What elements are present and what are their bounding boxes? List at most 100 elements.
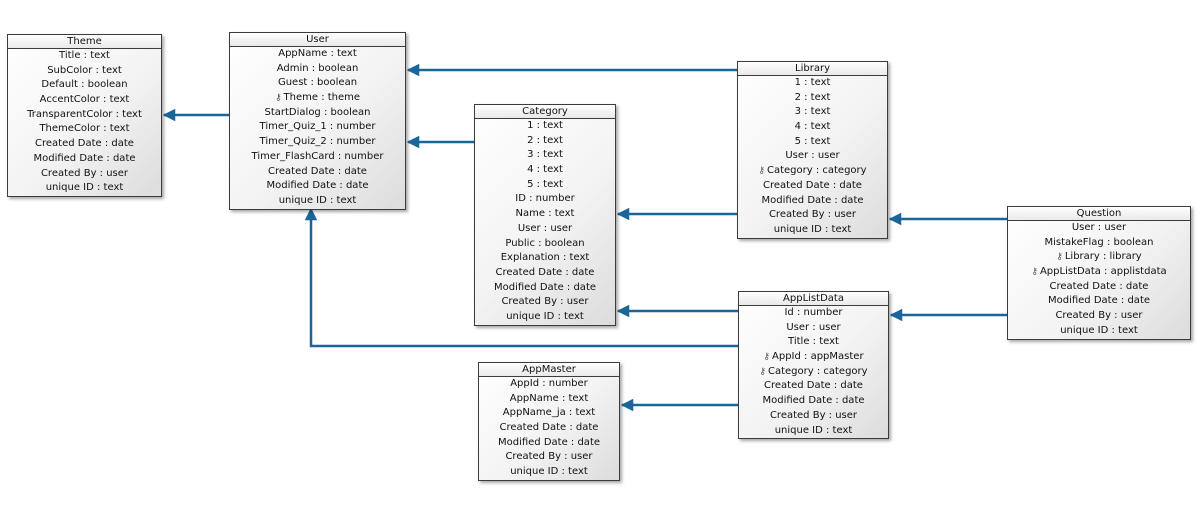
attribute-text: Created Date : date <box>35 138 134 150</box>
attribute-text: Title : text <box>59 50 110 61</box>
entity-attribute: Created By : user <box>8 167 161 182</box>
entity-attribute: Explanation : text <box>475 251 615 266</box>
entity-attribute: ⚷AppId : appMaster <box>739 350 888 365</box>
attribute-text: Modified Date : date <box>761 194 864 206</box>
attribute-text: unique ID : text <box>278 194 357 206</box>
entity-attribute: Modified Date : date <box>1008 294 1190 309</box>
attribute-text: Modified Date : date <box>1047 295 1151 307</box>
entity-attribute: unique ID : text <box>739 424 888 439</box>
foreign-key-icon: ⚷ <box>758 166 765 177</box>
entity-attribute: User : user <box>1008 221 1190 236</box>
attribute-text: Timer_Quiz_1 : number <box>259 121 376 133</box>
entity-title: Library <box>738 62 887 76</box>
attribute-text: 5 : text <box>527 178 563 190</box>
attribute-text: Title : text <box>788 336 839 348</box>
attribute-text: User : user <box>785 150 840 162</box>
entity-attribute: Created Date : date <box>738 179 887 194</box>
attribute-text: 3 : text <box>794 106 831 118</box>
attribute-text: Created By : user <box>40 167 129 179</box>
attribute-text: unique ID : text <box>510 466 588 478</box>
entity-attribute: User : user <box>738 149 887 164</box>
attribute-text: Modified Date : date <box>33 152 136 164</box>
entity-attribute: Timer_Quiz_1 : number <box>230 120 405 135</box>
attribute-text: AppName_ja : text <box>502 407 596 419</box>
attribute-text: Public : boolean <box>505 237 585 249</box>
attribute-text: Created Date : date <box>763 179 862 191</box>
attribute-text: StartDialog : boolean <box>264 106 371 118</box>
entity-attribute: 3 : text <box>475 148 615 163</box>
entity-attribute: unique ID : text <box>475 310 615 325</box>
attribute-text: User : user <box>786 321 841 333</box>
attribute-text: 5 : text <box>794 135 831 147</box>
attribute-text: MistakeFlag : boolean <box>1044 236 1154 248</box>
entity-attribute: 4 : text <box>475 163 615 178</box>
entity-attribute: 2 : text <box>475 134 615 149</box>
foreign-key-icon: ⚷ <box>763 352 771 363</box>
attribute-text: User : user <box>517 222 573 234</box>
entity-attribute: Created Date : date <box>8 137 161 152</box>
attribute-text: ThemeColor : text <box>39 123 130 135</box>
foreign-key-icon: ⚷ <box>1056 252 1063 263</box>
entity-attribute: Created By : user <box>475 295 615 310</box>
entity-attribute: Created By : user <box>738 208 887 223</box>
attribute-text: Category : category <box>766 165 867 177</box>
entity-attribute: unique ID : text <box>738 223 887 238</box>
attribute-text: AccentColor : text <box>39 94 130 106</box>
attribute-text: TransparentColor : text <box>27 108 142 120</box>
foreign-key-icon: ⚷ <box>274 93 282 104</box>
entity-attribute: Title : text <box>739 335 888 350</box>
attribute-text: Modified Date : date <box>266 180 369 192</box>
attribute-text: Admin : boolean <box>276 62 359 74</box>
entity-attribute: Modified Date : date <box>479 436 619 451</box>
attribute-text: Theme : theme <box>283 92 361 104</box>
attribute-text: Created By : user <box>505 451 593 463</box>
entity-attribute: ⚷Theme : theme <box>230 91 405 106</box>
entity-attribute: Created By : user <box>479 450 619 465</box>
entity-attribute: unique ID : text <box>479 465 619 480</box>
attribute-text: Id : number <box>784 307 843 318</box>
entity-attribute: AppName : text <box>230 47 405 62</box>
entity-attribute: ⚷Category : category <box>739 365 888 380</box>
entity-attribute: Public : boolean <box>475 237 615 252</box>
entity-attribute: Created By : user <box>1008 309 1190 324</box>
entity-attribute: 2 : text <box>738 91 887 106</box>
entity-title: AppMaster <box>479 363 619 377</box>
entity-attribute: Modified Date : date <box>739 394 888 409</box>
attribute-text: Created Date : date <box>495 266 595 278</box>
entity-attribute: Name : text <box>475 207 615 222</box>
attribute-text: AppId : appMaster <box>772 351 864 363</box>
attribute-text: Explanation : text <box>500 252 590 264</box>
attribute-text: Category : category <box>767 365 868 377</box>
entity-attribute: StartDialog : boolean <box>230 106 405 121</box>
entity-attribute: Title : text <box>8 49 161 64</box>
entity-attribute: Created By : user <box>739 409 888 424</box>
attribute-text: ID : number <box>515 193 575 205</box>
entity-attribute: 1 : text <box>738 76 887 91</box>
entity-attribute: unique ID : text <box>1008 324 1190 339</box>
entity-title: User <box>230 33 405 47</box>
attribute-text: Created Date : date <box>1049 280 1149 292</box>
attribute-text: Timer_Quiz_2 : number <box>259 136 376 148</box>
entity-attribute: Modified Date : date <box>230 179 405 194</box>
relationship-applistdata-to-user <box>304 207 738 348</box>
attribute-text: Created Date : date <box>268 165 367 177</box>
entity-title: Theme <box>8 35 161 49</box>
entity-attribute: unique ID : text <box>8 181 161 196</box>
attribute-text: unique ID : text <box>506 310 584 322</box>
entity-attribute: MistakeFlag : boolean <box>1008 236 1190 251</box>
entity-attribute: AppName_ja : text <box>479 406 619 421</box>
entity-title: Category <box>475 105 615 119</box>
entity-attribute: 5 : text <box>738 135 887 150</box>
entity-attribute: ⚷Category : category <box>738 164 887 179</box>
entity-attribute: Created Date : date <box>479 421 619 436</box>
entity-title: Question <box>1008 207 1190 221</box>
attribute-text: AppName : text <box>278 48 357 59</box>
entity-attribute: Timer_FlashCard : number <box>230 150 405 165</box>
